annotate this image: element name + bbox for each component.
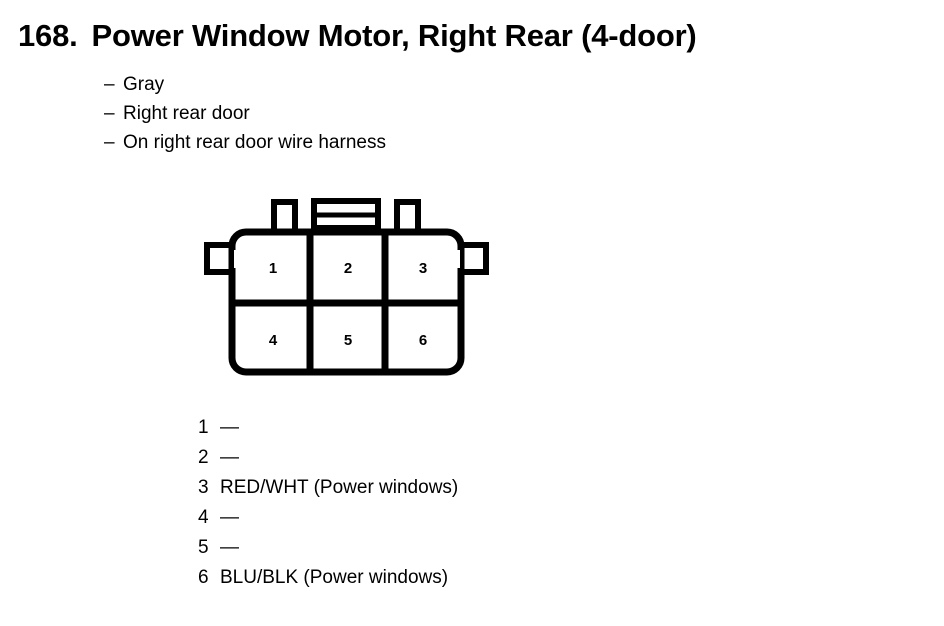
pin-description: — [220, 417, 239, 438]
bullet-dash-icon: – [104, 74, 115, 95]
list-item: 3 RED/WHT (Power windows) [198, 473, 458, 503]
pin-number: 2 [198, 447, 209, 468]
page-title-number: 168. [18, 18, 78, 53]
cavity-number-6: 6 [419, 332, 427, 349]
cavity-number-2: 2 [344, 260, 352, 277]
list-item: – Right rear door [104, 99, 386, 128]
list-item: 1 — [198, 413, 458, 443]
bullet-dash-icon: – [104, 103, 115, 124]
bullet-dash-icon: – [104, 132, 115, 153]
pin-description: RED/WHT (Power windows) [220, 477, 459, 498]
pin-number: 6 [198, 567, 209, 588]
cavity-number-5: 5 [344, 332, 352, 349]
pin-number: 4 [198, 507, 209, 528]
seam-mask-right [455, 250, 460, 268]
pin-number: 3 [198, 477, 209, 498]
cavity-number-4: 4 [269, 332, 278, 349]
page-title-text: Power Window Motor, Right Rear (4-door) [91, 18, 697, 53]
list-item: 4 — [198, 503, 458, 533]
attribute-label: Right rear door [123, 103, 250, 124]
connector-svg: 1 2 3 4 5 6 [204, 198, 489, 376]
list-item: 5 — [198, 533, 458, 563]
connector-diagram: 1 2 3 4 5 6 [200, 196, 500, 378]
pin-description: — [220, 507, 239, 528]
pin-number: 5 [198, 537, 209, 558]
list-item: – On right rear door wire harness [104, 128, 386, 157]
pin-description: BLU/BLK (Power windows) [220, 567, 449, 588]
list-item: – Gray [104, 70, 386, 99]
pin-description: — [220, 447, 239, 468]
pin-number: 1 [198, 417, 209, 438]
list-item: 6 BLU/BLK (Power windows) [198, 563, 458, 593]
attribute-label: On right rear door wire harness [123, 132, 386, 153]
page-title: 168. Power Window Motor, Right Rear (4-d… [18, 18, 697, 54]
cavity-number-1: 1 [269, 260, 277, 277]
seam-mask-left [234, 250, 239, 268]
attribute-label: Gray [123, 74, 165, 95]
list-item: 2 — [198, 443, 458, 473]
connector-attribute-list: – Gray – Right rear door – On right rear… [104, 70, 386, 157]
pin-description: — [220, 537, 239, 558]
pin-legend: 1 — 2 — 3 RED/WHT (Power windows) 4 — 5 … [198, 413, 458, 593]
latch-tab-right [394, 199, 421, 235]
cavity-number-3: 3 [419, 260, 427, 277]
latch-tab-left [271, 199, 298, 235]
